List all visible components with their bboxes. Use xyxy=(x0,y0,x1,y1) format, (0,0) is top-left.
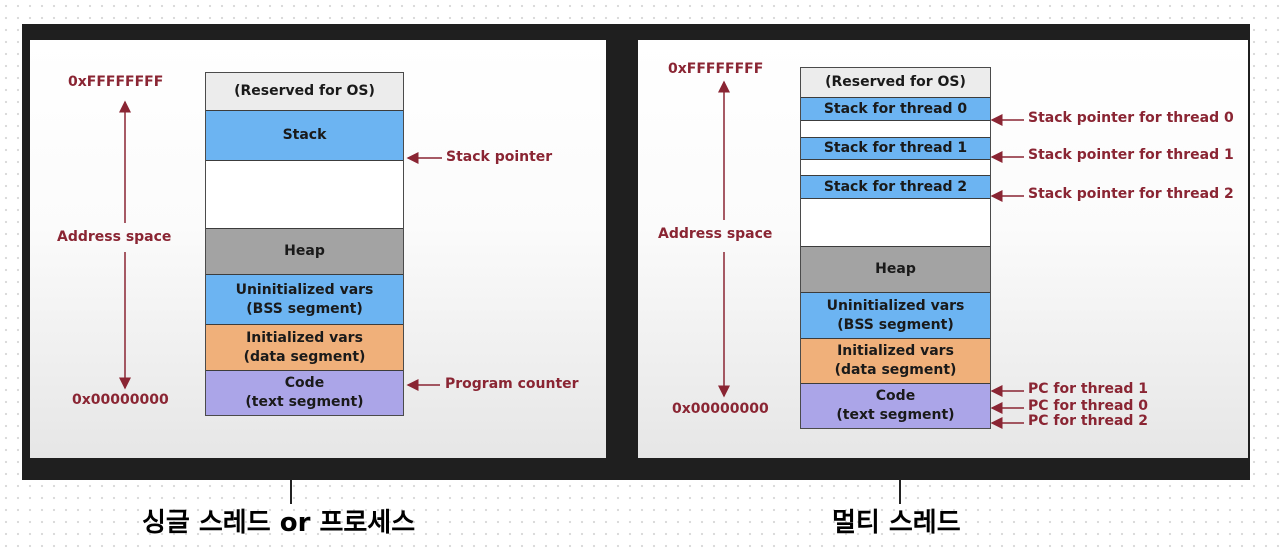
multi-memory-layout: (Reserved for OS) Stack for thread 0 Sta… xyxy=(800,67,991,429)
reserved-segment: (Reserved for OS) xyxy=(206,73,403,110)
stack-pointer-thread-1-label: Stack pointer for thread 1 xyxy=(1028,147,1234,163)
free-space-2 xyxy=(801,198,990,246)
address-top-label: 0xFFFFFFFF xyxy=(668,61,764,77)
pc-thread-1-label: PC for thread 1 xyxy=(1028,381,1149,397)
pc-thread-2-label: PC for thread 2 xyxy=(1028,413,1149,429)
address-space-label: Address space xyxy=(658,226,773,242)
stack-pointer-label: Stack pointer xyxy=(446,149,553,165)
bss-segment: Uninitialized vars(BSS segment) xyxy=(801,292,990,338)
free-space xyxy=(206,160,403,228)
stack-thread-2-segment: Stack for thread 2 xyxy=(801,175,990,198)
stack-pointer-thread-2-label: Stack pointer for thread 2 xyxy=(1028,186,1234,202)
stack-segment: Stack xyxy=(206,110,403,160)
heap-segment: Heap xyxy=(206,228,403,274)
caption-pointer-line xyxy=(899,480,901,504)
single-memory-layout: (Reserved for OS) Stack Heap Uninitializ… xyxy=(205,72,404,416)
caption-pointer-line xyxy=(290,480,292,504)
heap-segment: Heap xyxy=(801,246,990,292)
single-thread-caption: 싱글 스레드 or 프로세스 xyxy=(142,508,416,538)
data-segment: Initialized vars(data segment) xyxy=(206,324,403,370)
stack-pointer-thread-0-label: Stack pointer for thread 0 xyxy=(1028,110,1234,126)
free-space-0 xyxy=(801,120,990,137)
address-bottom-label: 0x00000000 xyxy=(672,401,769,417)
data-segment: Initialized vars(data segment) xyxy=(801,338,990,383)
address-bottom-label: 0x00000000 xyxy=(72,392,169,408)
single-thread-panel: 0xFFFFFFFF Address space 0x00000000 (Res… xyxy=(30,40,606,458)
bss-segment: Uninitialized vars(BSS segment) xyxy=(206,274,403,324)
address-space-label: Address space xyxy=(57,229,172,245)
pc-thread-0-label: PC for thread 0 xyxy=(1028,398,1149,414)
reserved-segment: (Reserved for OS) xyxy=(801,68,990,97)
stack-thread-0-segment: Stack for thread 0 xyxy=(801,97,990,120)
program-counter-label: Program counter xyxy=(445,376,579,392)
code-segment: Code(text segment) xyxy=(206,370,403,415)
stack-thread-1-segment: Stack for thread 1 xyxy=(801,137,990,159)
multi-thread-panel: 0xFFFFFFFF Address space 0x00000000 (Res… xyxy=(638,40,1248,458)
code-segment: Code(text segment) xyxy=(801,383,990,428)
free-space-1 xyxy=(801,159,990,175)
address-top-label: 0xFFFFFFFF xyxy=(68,74,164,90)
multi-thread-caption: 멀티 스레드 xyxy=(832,508,961,538)
